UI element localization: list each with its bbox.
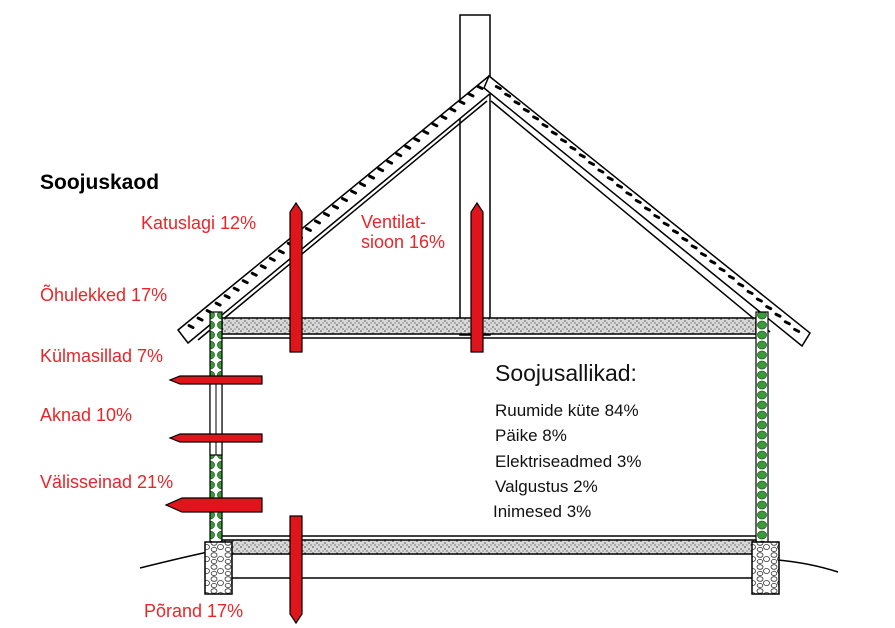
roof-tile-tick <box>560 138 568 144</box>
ground-line-right <box>777 559 839 573</box>
rafter-left <box>197 100 488 341</box>
roof-tile-tick <box>341 197 349 203</box>
roof-tile-tick <box>606 176 614 182</box>
foundation-right <box>751 541 780 595</box>
roof-tile-tick <box>476 84 484 90</box>
roof-tile-tick <box>681 236 689 242</box>
roof-tile-tick <box>569 145 577 151</box>
roof-tile-tick <box>449 107 457 113</box>
roof-tile-tick <box>634 198 642 204</box>
roof-tile-tick <box>504 92 512 98</box>
roof-tile-tick <box>250 271 258 277</box>
roof-tile-tick <box>746 289 754 295</box>
roof-tile-tick <box>597 168 605 174</box>
right-wall-insulation <box>755 311 769 545</box>
roof-tile-tick <box>578 153 586 159</box>
roof-loss-label: Katuslagi 12% <box>141 213 257 233</box>
rafter-right <box>490 100 771 333</box>
foundation-left <box>204 541 233 595</box>
roof-tile-tick <box>386 159 394 165</box>
roof-tile-tick <box>422 129 430 135</box>
roof-tile-tick <box>588 160 596 166</box>
roof-tile-tick <box>467 92 475 98</box>
roof-tile-tick <box>699 252 707 258</box>
roof-tile-tick <box>196 316 204 322</box>
walls-loss-label: Välisseinad 21% <box>40 472 174 492</box>
roof-tile-tick <box>783 320 791 326</box>
floor-loss-arrow <box>289 515 303 625</box>
heat-source-item: Ruumide küte 84% <box>495 401 639 420</box>
roof-tile-tick <box>187 324 195 330</box>
roof-tile-tick <box>304 226 312 232</box>
roof-tile-tick <box>522 107 530 113</box>
roof-tile-tick <box>532 115 540 121</box>
roof-tile-tick <box>214 301 222 307</box>
roof-tile-tick <box>322 211 330 217</box>
roof-tile-tick <box>709 259 717 265</box>
roof-tile-tick <box>232 286 240 292</box>
roof-tile-tick <box>718 267 726 273</box>
diagram-title: Soojuskaod <box>40 171 160 194</box>
roof-tile-tick <box>625 191 633 197</box>
roof-tile-tick <box>377 167 385 173</box>
roof-tile-tick <box>671 229 679 235</box>
roof-tile-tick <box>513 100 521 106</box>
roof-tile-tick <box>223 294 231 300</box>
roof-tile-tick <box>404 144 412 150</box>
roof-tile-tick <box>644 206 651 212</box>
roof-tile-tick <box>268 256 276 262</box>
roof-tile-tick <box>368 174 376 180</box>
air-leaks-loss-label: Õhulekked 17% <box>40 285 168 305</box>
roof-tile-tick <box>494 85 502 91</box>
roof-tile-tick <box>765 305 773 311</box>
roof-tile-tick <box>616 183 624 189</box>
roof-tile-tick <box>662 221 670 227</box>
roof-tile-tick <box>332 204 339 210</box>
window-loss-arrow <box>168 433 263 443</box>
thermal-bridges-loss-label: Külmasillad 7% <box>40 346 164 366</box>
roof-tile-tick <box>755 297 763 303</box>
roof-loss-arrow <box>289 201 303 353</box>
roof-tiles <box>187 84 801 333</box>
roof-tile-tick <box>458 99 466 105</box>
roof-tile-tick <box>413 137 421 143</box>
windows-loss-label: Aknad 10% <box>40 405 133 425</box>
roof-tile-tick <box>653 214 661 220</box>
roof-tile-tick <box>241 279 249 285</box>
roof-tile-tick <box>690 244 698 250</box>
roof-tile-tick <box>431 122 439 128</box>
ventilation-loss-arrow <box>470 201 484 353</box>
heat-source-item: Valgustus 2% <box>495 477 598 496</box>
roof-tile-tick <box>793 327 801 333</box>
heat-source-item: Päike 8% <box>495 426 567 445</box>
roof-tile-tick <box>359 182 367 188</box>
roof-tile-tick <box>727 274 735 280</box>
roof-tile-tick <box>541 123 549 129</box>
roof-tile-tick <box>440 114 448 120</box>
wall-loss-arrow <box>164 497 263 513</box>
roof-tile-tick <box>350 189 358 195</box>
heat-sources-title: Soojusallikad: <box>495 360 637 386</box>
floor-loss-label: Põrand 17% <box>144 601 244 621</box>
roof-tile-tick <box>737 282 745 288</box>
ground-line-left <box>139 551 209 569</box>
roof-tile-tick <box>313 219 321 225</box>
roof-tile-tick <box>550 130 558 136</box>
roof-tile-tick <box>774 312 782 318</box>
heat-source-item: Elektriseadmed 3% <box>495 452 642 471</box>
ventilation-loss-label: Ventilat- sioon 16% <box>361 212 446 252</box>
heat-source-item: Inimesed 3% <box>493 502 592 521</box>
roof-tile-tick <box>277 249 285 255</box>
roof-right-slope <box>483 74 811 348</box>
thermal-bridge-loss-arrow <box>168 375 263 385</box>
roof-tile-tick <box>395 152 403 158</box>
roof-tile-tick <box>259 264 267 270</box>
